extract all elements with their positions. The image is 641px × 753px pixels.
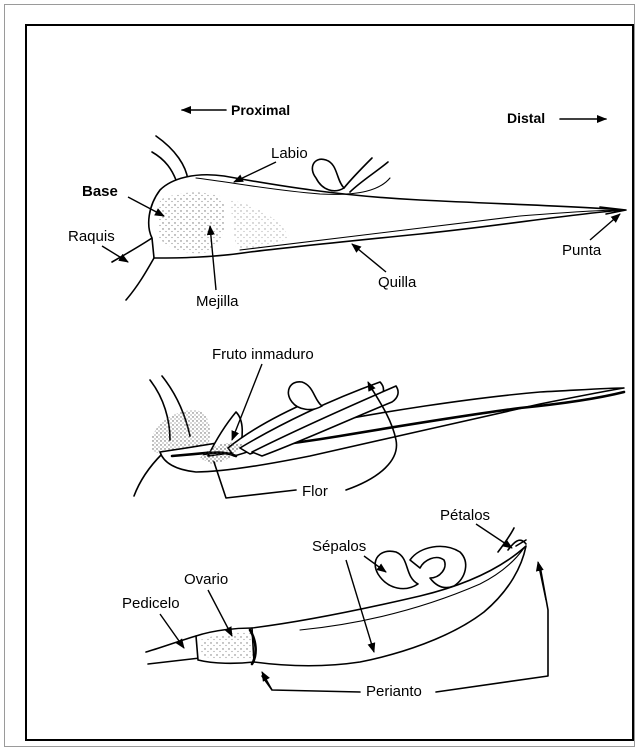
bract-with-flower-drawing [134, 376, 624, 496]
labio-label: Labio [271, 145, 308, 162]
base-label: Base [82, 183, 118, 200]
fruto-inmaduro-label: Fruto inmaduro [212, 346, 314, 363]
flor-label: Flor [302, 483, 328, 500]
petalos-label: Pétalos [440, 507, 490, 524]
quilla-pointer [352, 244, 386, 272]
sepalos-label: Sépalos [312, 538, 366, 555]
petalos-pointer [476, 524, 512, 548]
perianto-arrow-right [538, 562, 546, 600]
proximal-label: Proximal [231, 102, 290, 118]
perianto-bracket-left [262, 676, 360, 692]
punta-pointer [590, 214, 620, 240]
bract-drawing [112, 136, 626, 300]
punta-label: Punta [562, 242, 602, 259]
distal-label: Distal [507, 110, 545, 126]
perianto-arrow-left [262, 672, 272, 690]
pedicelo-label: Pedicelo [122, 595, 180, 612]
ovario-label: Ovario [184, 571, 228, 588]
mejilla-label: Mejilla [196, 293, 239, 310]
quilla-label: Quilla [378, 274, 417, 291]
ovario-pointer [208, 590, 232, 636]
labio-pointer [234, 162, 276, 182]
raquis-label: Raquis [68, 228, 115, 245]
perianto-label: Perianto [366, 683, 422, 700]
